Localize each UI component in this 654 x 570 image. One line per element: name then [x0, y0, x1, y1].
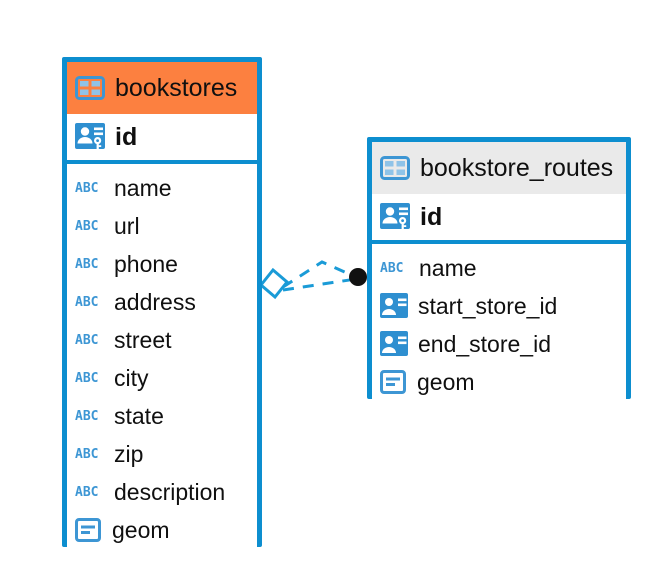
field-row-name[interactable]: ABC name: [372, 249, 626, 287]
field-row-city[interactable]: ABC city: [67, 359, 257, 397]
field-label-end-store-id: end_store_id: [418, 330, 551, 357]
table-icon: [380, 156, 410, 180]
abc-icon: ABC: [75, 332, 99, 348]
entity-bookstores-primary-key-row[interactable]: id: [67, 114, 257, 164]
field-row-street[interactable]: ABC street: [67, 321, 257, 359]
table-icon: [75, 76, 105, 100]
field-label-name: name: [114, 174, 172, 201]
field-label-city: city: [114, 364, 149, 391]
field-row-geom[interactable]: geom: [372, 363, 626, 401]
field-row-geom[interactable]: geom: [67, 511, 257, 549]
filled-circle-icon: [349, 268, 367, 286]
field-label-phone: phone: [114, 250, 178, 277]
diamond-outline-icon: [258, 267, 290, 300]
foreign-key-icon: [380, 331, 408, 356]
field-row-zip[interactable]: ABC zip: [67, 435, 257, 473]
entity-bookstore-routes-primary-key-label: id: [420, 202, 443, 231]
field-row-name[interactable]: ABC name: [67, 169, 257, 207]
field-label-geom: geom: [112, 516, 170, 543]
relationship-line-upper: [282, 260, 357, 289]
entity-bookstores-title: bookstores: [115, 73, 238, 102]
entity-bookstore-routes-primary-key-row[interactable]: id: [372, 194, 626, 244]
entity-bookstore-routes-header[interactable]: bookstore_routes: [372, 142, 626, 194]
field-row-start-store-id[interactable]: start_store_id: [372, 287, 626, 325]
foreign-key-icon: [380, 293, 408, 318]
entity-bookstore-routes-field-list: ABC name start_store_id: [372, 244, 626, 401]
field-label-description: description: [114, 478, 226, 505]
field-label-zip: zip: [114, 440, 144, 467]
field-row-phone[interactable]: ABC phone: [67, 245, 257, 283]
abc-icon: ABC: [75, 294, 99, 310]
entity-bookstores[interactable]: bookstores id ABC name ABC: [62, 57, 262, 549]
field-label-geom: geom: [417, 368, 475, 395]
entity-bookstores-header[interactable]: bookstores: [67, 62, 257, 114]
field-label-name: name: [419, 254, 477, 281]
field-label-url: url: [114, 212, 140, 239]
entity-bookstores-primary-key-label: id: [115, 122, 138, 151]
relationship-line-lower: [282, 277, 357, 292]
field-row-state[interactable]: ABC state: [67, 397, 257, 435]
field-label-address: address: [114, 288, 196, 315]
entity-bookstores-field-list: ABC name ABC url ABC phone ABC address A…: [67, 164, 257, 549]
geometry-icon: [75, 518, 101, 542]
abc-icon: ABC: [75, 408, 99, 424]
field-row-address[interactable]: ABC address: [67, 283, 257, 321]
abc-icon: ABC: [75, 370, 99, 386]
primary-key-icon: [380, 203, 410, 229]
primary-key-icon: [75, 123, 105, 149]
field-row-description[interactable]: ABC description: [67, 473, 257, 511]
abc-icon: ABC: [75, 446, 99, 462]
abc-icon: ABC: [75, 218, 99, 234]
abc-icon: ABC: [75, 484, 99, 500]
abc-icon: ABC: [75, 180, 99, 196]
geometry-icon: [380, 370, 406, 394]
abc-icon: ABC: [380, 260, 404, 276]
abc-icon: ABC: [75, 256, 99, 272]
field-label-state: state: [114, 402, 164, 429]
field-label-street: street: [114, 326, 172, 353]
entity-bookstore-routes[interactable]: bookstore_routes id ABC name: [367, 137, 631, 401]
field-row-end-store-id[interactable]: end_store_id: [372, 325, 626, 363]
field-row-url[interactable]: ABC url: [67, 207, 257, 245]
entity-bookstore-routes-title: bookstore_routes: [420, 153, 614, 182]
field-label-start-store-id: start_store_id: [418, 292, 558, 319]
